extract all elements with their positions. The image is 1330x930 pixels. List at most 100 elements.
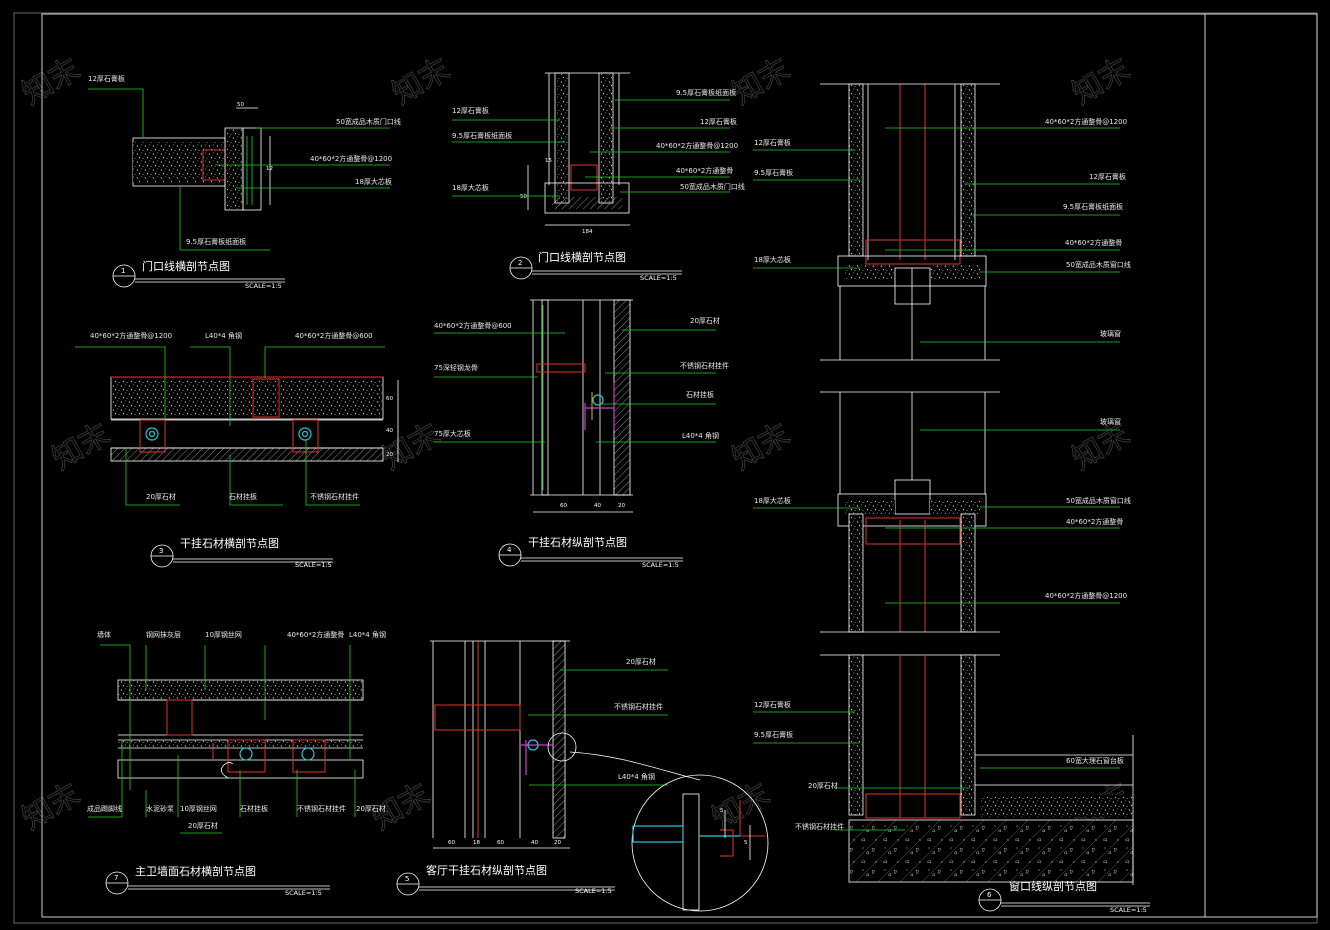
watermark: 知末 (1067, 52, 1136, 112)
callout-label: 50宽成品木质门口线 (680, 182, 745, 191)
detail-scale: SCALE=1:5 (642, 561, 679, 569)
callout-label: 40*60*2方通整骨@1200 (656, 141, 738, 150)
callout-label: 20厚石材 (356, 804, 386, 813)
callout-label: 不锈钢石材挂件 (680, 361, 729, 370)
detail-number: 5 (405, 875, 409, 883)
callout-label: 9.5厚石膏板纸面板 (186, 237, 246, 246)
detail-number: 4 (507, 546, 512, 554)
callout-label: 9.5厚石膏板 (754, 730, 793, 739)
detail-title: 门口线横剖节点图 (538, 250, 626, 264)
callout-label: 50宽成品木质窗口线 (1066, 260, 1131, 269)
dim-label: 20 (618, 503, 625, 509)
callout-label: 玻璃窗 (1100, 417, 1121, 426)
callout-label: 9.5厚石膏板 (754, 168, 793, 177)
callout-label: 18厚大芯板 (754, 255, 791, 264)
detail-title: 干挂石材纵剖节点图 (528, 535, 627, 549)
callout-label: 12厚石膏板 (700, 117, 737, 126)
callout-label: L40*4 角钢 (618, 772, 655, 781)
callout-label: 40*60*2方通整骨 (1065, 238, 1122, 247)
dim-label: 20 (554, 840, 561, 846)
detail-2-door-frame-section: 184 50 15 12厚石膏板 9.5厚石膏板纸面板 18厚大芯板 9.5厚石… (452, 72, 745, 282)
detail-title: 门口线横剖节点图 (142, 259, 230, 273)
callout-label: L40*4 角钢 (349, 630, 386, 639)
callout-label: 12厚石膏板 (88, 74, 125, 83)
dim-label: 5 (720, 808, 724, 814)
callout-label: 10厚钢丝网 (205, 630, 242, 639)
dim-label: 40 (386, 428, 393, 434)
callout-label: 水泥砂浆 (146, 804, 174, 813)
dim-label: 50 (237, 102, 244, 108)
callout-label: 40*60*2方通整骨@1200 (90, 331, 172, 340)
callout-label: 不锈钢石材挂件 (297, 804, 346, 813)
dim-label: 60 (448, 840, 455, 846)
detail-3-dry-hang-stone-plan: 60 40 20 40*60*2方通整骨@1200 L40*4 角钢 40*60… (75, 331, 399, 569)
detail-scale: SCALE=1:5 (295, 561, 332, 569)
dim-label: 60 (497, 840, 504, 846)
callout-label: 9.5厚石膏板纸面板 (1063, 202, 1123, 211)
callout-label: 石材挂板 (686, 390, 714, 399)
callout-label: 成品踢脚线 (87, 804, 122, 813)
detail-number: 7 (114, 874, 118, 882)
callout-label: 18厚大芯板 (355, 177, 392, 186)
dim-label: 40 (594, 503, 601, 509)
dim-label: 18 (473, 840, 480, 846)
dim-label: 20 (386, 452, 393, 458)
detail-number: 6 (987, 891, 992, 899)
detail-5-living-room-stone-section: 60 18 60 40 20 20厚石材 不锈钢石材挂件 L40*4 角钢 5 … (396, 640, 769, 912)
callout-label: 40*60*2方通整骨@600 (434, 321, 512, 330)
callout-label: 不锈钢石材挂件 (614, 702, 663, 711)
callout-label: 12厚石膏板 (754, 700, 791, 709)
watermark: 知末 (47, 417, 116, 477)
callout-label: 20厚石材 (146, 492, 176, 501)
detail-scale: SCALE=1:5 (285, 889, 322, 897)
detail-6-window-frame-section: 12厚石膏板 9.5厚石膏板 18厚大芯板 18厚大芯板 12厚石膏板 9.5厚… (753, 83, 1150, 914)
dim-label: 12 (266, 166, 273, 172)
inner-frame (41, 13, 1318, 918)
detail-4-dry-hang-stone-section: 60 40 20 40*60*2方通整骨@600 75深轻钢龙骨 75厚大芯板 … (434, 299, 729, 569)
callout-label: 75厚大芯板 (434, 429, 471, 438)
callout-label: 墙体 (97, 630, 111, 639)
callout-label: 50宽成品木质门口线 (336, 117, 401, 126)
watermark: 知末 (17, 777, 86, 837)
callout-label: L40*4 角钢 (682, 431, 719, 440)
callout-label: 10厚钢丝网 (180, 804, 217, 813)
callout-label: 75深轻钢龙骨 (434, 363, 478, 372)
watermark: 知末 (707, 777, 776, 837)
watermark: 知末 (377, 417, 446, 477)
dim-label: 40 (531, 840, 538, 846)
callout-label: 20厚石材 (690, 316, 720, 325)
callout-label: 20厚石材 (188, 821, 218, 830)
callout-label: 12厚石膏板 (452, 106, 489, 115)
detail-scale: SCALE=1:5 (575, 887, 612, 895)
detail-title: 干挂石材横剖节点图 (180, 536, 279, 550)
callout-label: 玻璃窗 (1100, 329, 1121, 338)
callout-label: 不锈钢石材挂件 (795, 822, 844, 831)
callout-label: 石材挂板 (240, 804, 268, 813)
callout-label: 12厚石膏板 (754, 138, 791, 147)
watermark: 知末 (17, 52, 86, 112)
detail-title: 主卫墙面石材横剖节点图 (135, 864, 256, 878)
dim-label: 50 (520, 194, 527, 200)
watermark: 知末 (727, 417, 796, 477)
callout-label: 石材挂板 (229, 492, 257, 501)
callout-label: 60宽大理石窗台板 (1066, 756, 1124, 765)
callout-label: 20厚石材 (808, 781, 838, 790)
dim-label: 5 (744, 840, 748, 846)
detail-number: 3 (159, 547, 163, 555)
callout-label: 20厚石材 (626, 657, 656, 666)
callout-label: 40*60*2方通整骨@1200 (1045, 117, 1127, 126)
callout-label: 40*60*2方通整骨@1200 (1045, 591, 1127, 600)
callout-label: 18厚大芯板 (754, 496, 791, 505)
callout-label: 40*60*2方通整骨 (287, 630, 344, 639)
detail-title: 窗口线纵剖节点图 (1009, 879, 1097, 893)
detail-1-door-frame-plan: 50 12 12厚石膏板 50宽成品木质门口线 40*60*2方通整骨@1200… (88, 74, 401, 290)
callout-label: 40*60*2方通整骨 (676, 166, 733, 175)
callout-label: L40*4 角钢 (205, 331, 242, 340)
callout-label: 9.5厚石膏板纸面板 (676, 88, 736, 97)
detail-scale: SCALE=1:5 (245, 282, 282, 290)
dim-label: 60 (386, 396, 393, 402)
callout-label: 40*60*2方通整骨@600 (295, 331, 373, 340)
watermark: 知末 (387, 52, 456, 112)
dim-label: 184 (582, 229, 593, 235)
